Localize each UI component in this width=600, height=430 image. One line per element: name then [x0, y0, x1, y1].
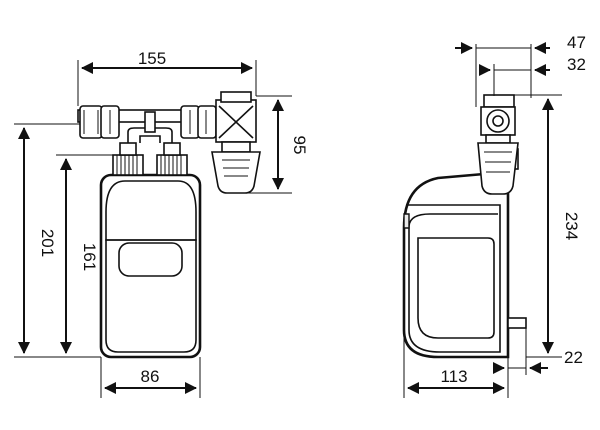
- dimension-body-height-front: 161: [56, 154, 113, 354]
- dimension-label-201: 201: [38, 229, 57, 257]
- side-mount-bracket: [507, 317, 527, 329]
- front-display-window: [118, 242, 183, 277]
- front-connector-nuts: [112, 142, 188, 176]
- front-pipe-manifold: [77, 105, 219, 143]
- dimension-side-offset-outer: 47: [455, 33, 586, 107]
- dimension-side-offset-inner: 32: [479, 55, 586, 96]
- dimension-label-155: 155: [138, 49, 166, 68]
- dimension-label-95: 95: [290, 136, 309, 155]
- dimension-side-depth: 113: [403, 330, 505, 398]
- front-aerator: [211, 141, 261, 194]
- front-heater-body: [99, 173, 202, 359]
- dimension-total-height-side: 234: [514, 94, 581, 358]
- dimension-label-22: 22: [564, 348, 583, 367]
- dimension-mount-bracket: 22: [493, 328, 583, 398]
- dimension-label-32: 32: [567, 55, 586, 74]
- dimension-body-width-front: 86: [100, 357, 201, 398]
- front-view: 155 95 201 161 86: [14, 49, 309, 398]
- side-valve-column: [477, 94, 519, 195]
- dimension-pipe-height: 95: [240, 95, 309, 194]
- dimension-label-47: 47: [567, 33, 586, 52]
- dimension-label-86: 86: [141, 367, 160, 386]
- dimension-label-234: 234: [562, 212, 581, 240]
- dimension-label-113: 113: [440, 367, 467, 386]
- dimension-width-top: 155: [77, 49, 257, 106]
- dimension-label-161: 161: [80, 243, 99, 271]
- dimension-total-height-front: 201: [14, 123, 101, 358]
- front-valve: [215, 91, 257, 143]
- side-view: 47 32 234 22 1: [402, 33, 586, 398]
